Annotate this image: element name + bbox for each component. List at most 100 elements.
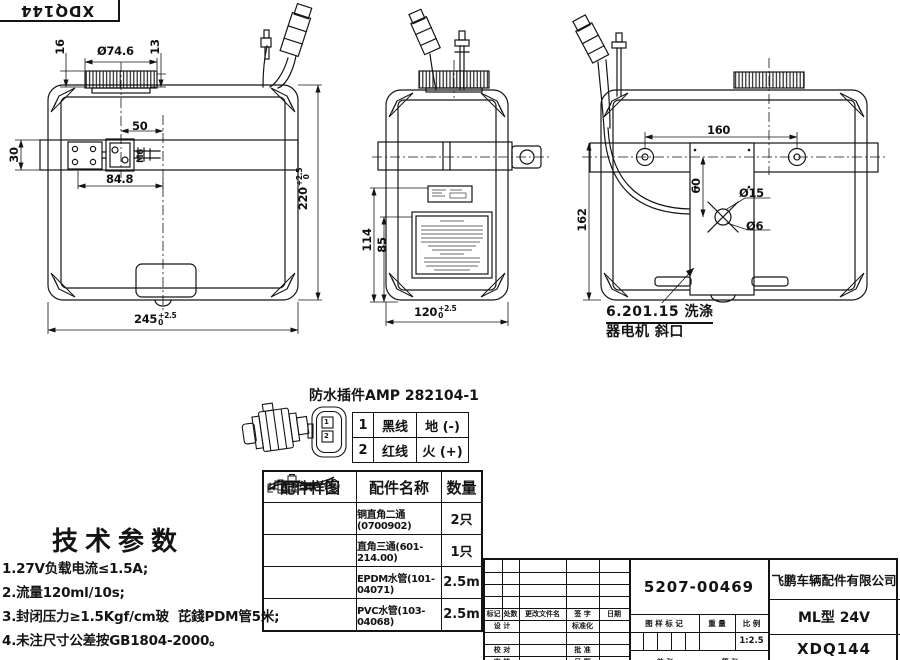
col-name-header: 配件名称 xyxy=(357,472,442,502)
sheet-corner-code-box: XDQ144 xyxy=(0,0,120,22)
pinout-row: 2 红线 火 (+) xyxy=(353,437,468,462)
dim-tank-height-value: 220 xyxy=(296,187,310,211)
dim-motor-drop: 60 xyxy=(689,178,703,194)
model-name: ML型 24V xyxy=(797,609,871,626)
label-weight: 重 量 xyxy=(708,618,726,628)
tech-param-line: 2.流量120ml/10s; xyxy=(2,585,125,601)
wiring-connectors-front xyxy=(260,2,313,89)
pin-wire: 红线 xyxy=(374,438,417,462)
part-name: PVC水管(103-04068) xyxy=(357,599,442,630)
small-label-plate xyxy=(427,185,473,203)
label-standardization: 标准化 xyxy=(572,622,593,630)
part-name: 铜直角二通(0700902) xyxy=(357,503,442,534)
tol-low: 0 xyxy=(302,174,311,180)
label-sheet-total: 共 张 xyxy=(635,656,695,660)
label-count: 处数 xyxy=(503,610,518,618)
side-view-drawing xyxy=(377,8,542,301)
dim-shaft-diameter: Ø6 xyxy=(746,219,764,233)
side-dimension-lines xyxy=(370,187,509,326)
table-row: PVC水管(103-04068) 2.5m xyxy=(264,476,481,630)
part-qty: 1只 xyxy=(450,545,473,560)
tech-params-title: 技术参数 xyxy=(52,527,185,557)
front-view-drawing xyxy=(39,2,313,307)
dim-pump-offset: 50 xyxy=(132,119,148,133)
dim-hole-span: 160 xyxy=(707,123,731,137)
label-review: 审 核 xyxy=(485,656,519,660)
connector-pinout-table: 1 黑线 地 (-) 2 红线 火 (+) xyxy=(352,412,469,463)
dim-pump-span: 84.8 xyxy=(106,172,134,186)
part-name: EPDM水管(101-04071) xyxy=(357,567,442,598)
drawing-number: XDQ144 xyxy=(796,640,872,658)
dim-cap-height: 16 xyxy=(53,39,67,55)
connector-face-pin1: 1 xyxy=(324,418,329,426)
front-dimension-lines xyxy=(15,53,322,334)
mounting-strap-front xyxy=(39,139,299,171)
label-signature: 签 字 xyxy=(574,610,591,618)
label-mark: 标记 xyxy=(486,610,501,618)
pinout-row: 1 黑线 地 (-) xyxy=(353,413,468,437)
motor-note-line1: 6.201.15 洗涤 xyxy=(606,301,714,324)
rear-centerlines xyxy=(582,58,886,175)
connector-title: 防水插件AMP 282104-1 xyxy=(309,388,479,404)
tech-param-line: 3.封闭压力≥1.5Kgf/cm玻 芘錢PDM管5米; xyxy=(2,609,280,625)
parts-table: 配件样图 配件名称 数量 铜直角二通(0700902) 2只 xyxy=(262,470,483,632)
tol-low: 0 xyxy=(438,311,444,320)
dim-cap-diameter: Ø74.6 xyxy=(97,44,134,58)
washer-pump-front xyxy=(67,138,161,172)
label-scale: 比 例 xyxy=(742,618,761,628)
label-date2: 日 期 xyxy=(566,656,599,660)
label-change-file: 更改文件名 xyxy=(525,610,560,618)
label-date: 日期 xyxy=(607,610,621,618)
label-sheet-no: 第 张 xyxy=(700,656,760,660)
pin-role: 地 (-) xyxy=(425,419,460,435)
part-qty: 2只 xyxy=(450,513,473,528)
sheet-corner-code: XDQ144 xyxy=(19,2,95,20)
dim-thread-size: M6 xyxy=(136,149,146,163)
dim-label-top: 114 xyxy=(360,228,374,252)
dim-label-bottom: 85 xyxy=(375,237,389,253)
title-block: 标记 处数 更改文件名 签 字 日期 设 计 标准化 校 对 批 准 审 核 日… xyxy=(483,558,900,660)
table-row: 直角三通(601-214.00) 1只 xyxy=(264,474,481,566)
dim-body-height: 162 xyxy=(575,208,589,232)
front-centerlines xyxy=(120,62,164,312)
table-row: 铜直角二通(0700902) 2只 xyxy=(264,478,481,534)
warning-label xyxy=(411,211,493,279)
rear-dimension-lines xyxy=(583,132,798,304)
label-approve: 批 准 xyxy=(574,646,591,654)
side-centerlines xyxy=(372,60,550,158)
rear-view-drawing xyxy=(572,14,879,303)
dim-hole-diameter: Ø15 xyxy=(739,186,764,200)
label-pattern-mark: 图 样 标 记 xyxy=(645,618,683,628)
company-name: 飞鹏车辆配件有限公司 xyxy=(771,573,897,588)
wiring-connectors-rear xyxy=(572,14,627,129)
connector-face-pin2: 2 xyxy=(324,432,329,440)
pin-number: 2 xyxy=(353,438,374,462)
tol-up: +2.5 xyxy=(438,304,457,313)
scale-value: 1:2.5 xyxy=(739,636,764,646)
motor-note-line2: 器电机 斜口 xyxy=(606,324,684,340)
label-fine-print xyxy=(421,189,483,271)
tech-param-line: 1.27V负载电流≤1.5A; xyxy=(2,561,149,577)
pin-number: 1 xyxy=(353,413,374,437)
tech-param-line: 4.未注尺寸公差按GB1804-2000。 xyxy=(2,633,223,649)
bottom-outlet-front xyxy=(135,263,197,298)
label-check: 校 对 xyxy=(493,646,511,654)
tol-up: +2.5 xyxy=(158,311,177,320)
connector-face-drawing xyxy=(307,406,347,458)
tol-low: 0 xyxy=(158,318,164,327)
pin-role: 火 (+) xyxy=(422,444,463,460)
part-number: 5207-00469 xyxy=(643,578,755,596)
wiring-connectors-side xyxy=(408,8,470,91)
dim-tank-width-value: 245 xyxy=(134,312,158,326)
part-qty: 2.5m xyxy=(443,575,480,590)
table-row: EPDM水管(101-04071) 2.5m xyxy=(264,476,481,598)
dim-strap-width: 30 xyxy=(7,147,21,163)
label-design: 设 计 xyxy=(493,622,511,630)
part-qty: 2.5m xyxy=(443,607,480,622)
col-qty-header: 数量 xyxy=(446,478,477,497)
